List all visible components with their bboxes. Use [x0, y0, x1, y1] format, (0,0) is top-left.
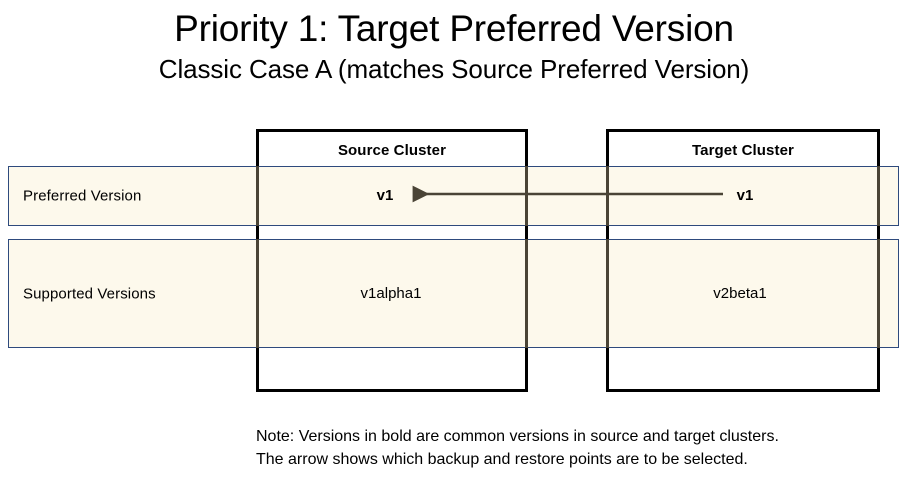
page-title: Priority 1: Target Preferred Version	[174, 8, 734, 49]
target-cluster-right-edge-segment-2	[877, 239, 880, 348]
target-cluster-left-edge-segment	[606, 166, 609, 226]
footer-note-line-1: Note: Versions in bold are common versio…	[256, 428, 779, 445]
target-cluster-right-edge-segment	[877, 166, 880, 226]
source-cluster-left-edge-segment-2	[256, 239, 259, 348]
target-cluster-title: Target Cluster	[692, 142, 794, 159]
footer-note-line-2: The arrow shows which backup and restore…	[256, 451, 748, 468]
target-supported-versions-value: v2beta1	[713, 285, 767, 302]
preferred-version-selection-arrow	[412, 185, 723, 203]
title-block: Priority 1: Target Preferred Version Cla…	[0, 6, 908, 86]
source-cluster-left-edge-segment	[256, 166, 259, 226]
source-cluster-title: Source Cluster	[337, 142, 447, 159]
target-preferred-version-value: v1	[736, 187, 754, 204]
footer-note: Note: Versions in bold are common versio…	[256, 425, 876, 471]
row-preferred-version: Preferred Version	[8, 166, 899, 226]
source-preferred-version-value: v1	[376, 187, 394, 204]
page-subtitle: Classic Case A (matches Source Preferred…	[158, 54, 750, 84]
row-label-supported-versions: Supported Versions	[23, 285, 156, 302]
source-cluster-right-edge-segment-2	[525, 239, 528, 348]
source-supported-versions-value: v1alpha1	[360, 285, 422, 302]
target-cluster-left-edge-segment-2	[606, 239, 609, 348]
row-label-preferred-version: Preferred Version	[23, 187, 142, 205]
source-cluster-right-edge-segment	[525, 166, 528, 226]
row-supported-versions: Supported Versions	[8, 239, 899, 348]
